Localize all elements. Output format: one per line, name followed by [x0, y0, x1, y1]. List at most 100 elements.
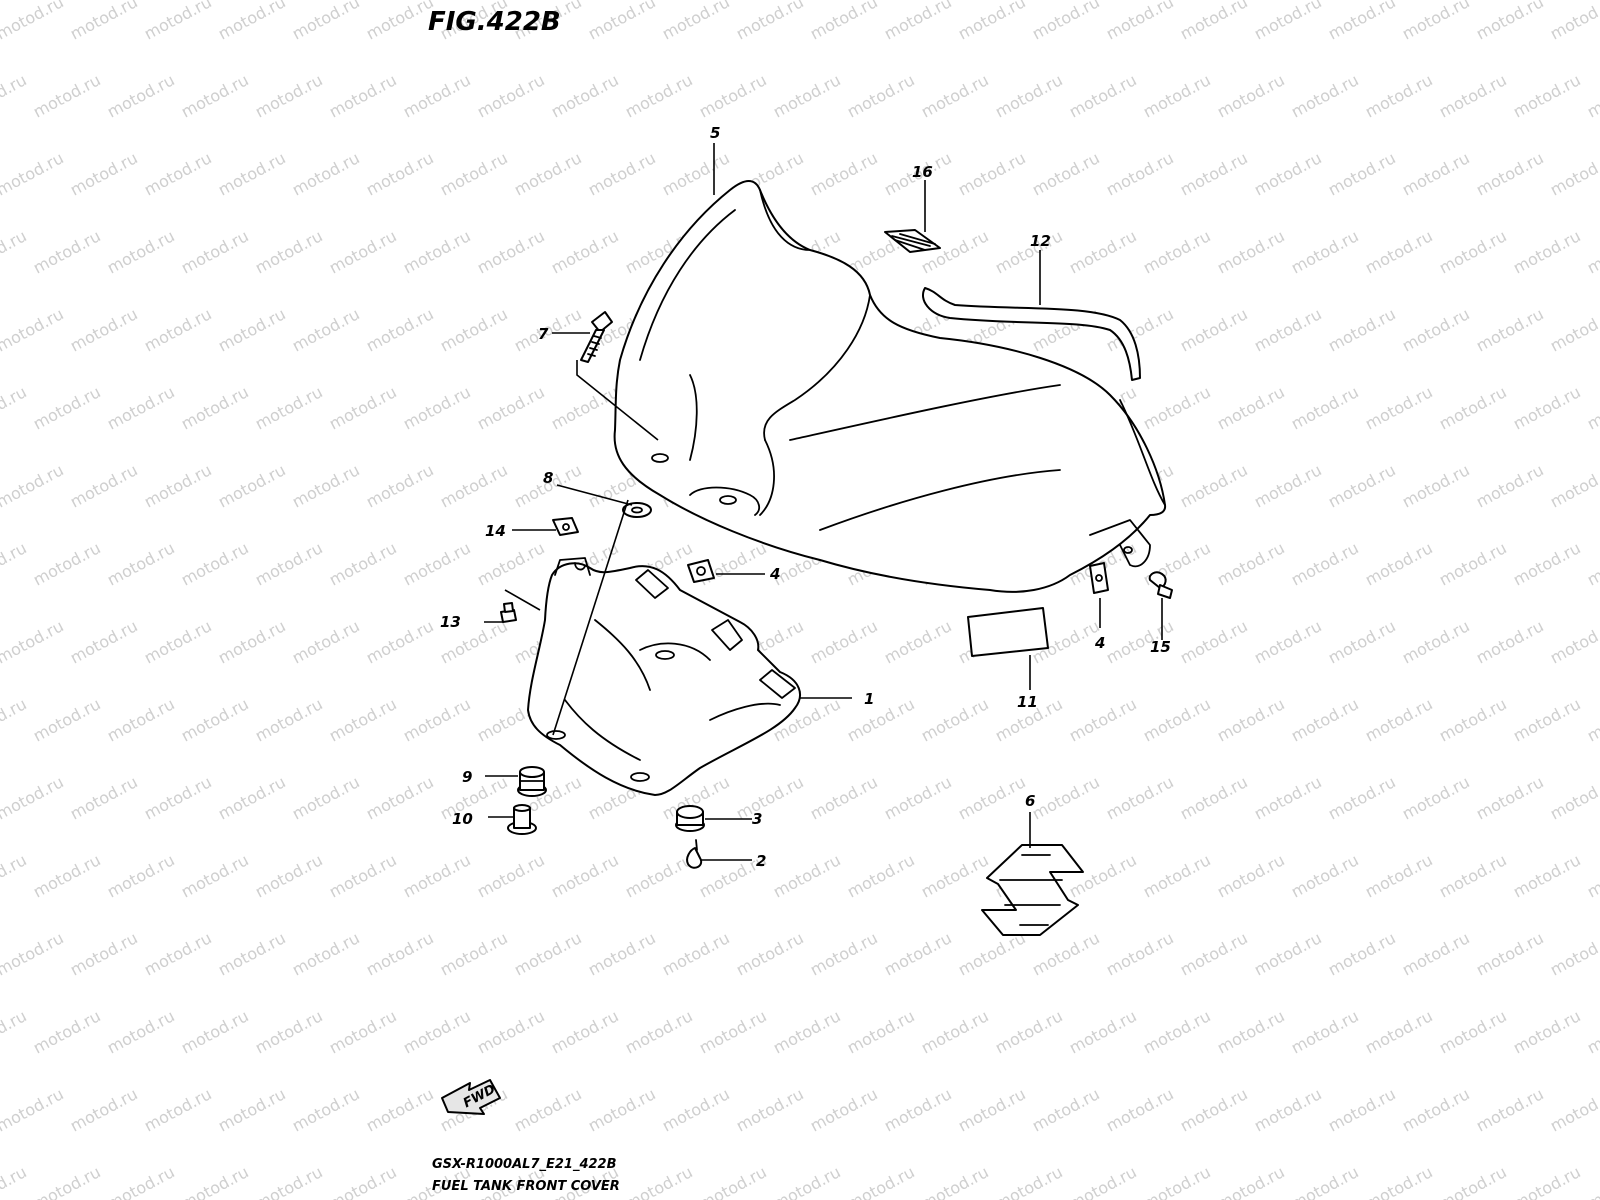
watermark-text: motod.ru: [215, 616, 289, 667]
watermark-text: motod.ru: [844, 850, 918, 901]
watermark-text: motod.ru: [1436, 850, 1510, 901]
watermark-text: motod.ru: [770, 1006, 844, 1057]
watermark-text: motod.ru: [400, 226, 474, 277]
watermark-text: motod.ru: [1177, 928, 1251, 979]
watermark-text: motod.ru: [1584, 850, 1600, 901]
watermark-text: motod.ru: [289, 0, 363, 44]
watermark-text: motod.ru: [1399, 772, 1473, 823]
watermark-text: motod.ru: [770, 850, 844, 901]
watermark-text: motod.ru: [0, 1006, 30, 1057]
watermark-text: motod.ru: [104, 694, 178, 745]
watermark-text: motod.ru: [992, 1006, 1066, 1057]
watermark-text: motod.ru: [1584, 226, 1600, 277]
watermark-text: motod.ru: [326, 1162, 400, 1200]
watermark-text: motod.ru: [67, 1084, 141, 1135]
part-10-collar: [507, 804, 537, 835]
watermark-text: motod.ru: [30, 538, 104, 589]
watermark-text: motod.ru: [844, 70, 918, 121]
watermark-text: motod.ru: [30, 1006, 104, 1057]
watermark-text: motod.ru: [807, 928, 881, 979]
watermark-text: motod.ru: [1214, 382, 1288, 433]
watermark-text: motod.ru: [1473, 772, 1547, 823]
watermark-text: motod.ru: [437, 772, 511, 823]
watermark-text: motod.ru: [1547, 0, 1600, 44]
watermark-text: motod.ru: [252, 70, 326, 121]
watermark-text: motod.ru: [1510, 382, 1584, 433]
watermark-text: motod.ru: [1288, 538, 1362, 589]
watermark-text: motod.ru: [881, 0, 955, 44]
watermark-text: motod.ru: [178, 538, 252, 589]
watermark-text: motod.ru: [696, 1006, 770, 1057]
watermark-text: motod.ru: [1436, 1006, 1510, 1057]
watermark-text: motod.ru: [104, 1006, 178, 1057]
watermark-text: motod.ru: [1177, 460, 1251, 511]
watermark-text: motod.ru: [1362, 382, 1436, 433]
watermark-text: motod.ru: [881, 616, 955, 667]
part-15-rivet: [1148, 571, 1173, 599]
callout-14: 14: [485, 522, 506, 540]
watermark-text: motod.ru: [1251, 460, 1325, 511]
watermark-text: motod.ru: [1510, 226, 1584, 277]
watermark-text: motod.ru: [1325, 304, 1399, 355]
watermark-text: motod.ru: [326, 850, 400, 901]
watermark-text: motod.ru: [1584, 1006, 1600, 1057]
callout-2: 2: [756, 852, 766, 870]
watermark-text: motod.ru: [1399, 148, 1473, 199]
watermark-text: motod.ru: [178, 382, 252, 433]
watermark-text: motod.ru: [1584, 538, 1600, 589]
watermark-text: motod.ru: [1029, 0, 1103, 44]
part-4-nut-upper: [687, 559, 715, 583]
watermark-text: motod.ru: [1325, 1084, 1399, 1135]
watermark-text: motod.ru: [0, 928, 67, 979]
watermark-text: motod.ru: [141, 928, 215, 979]
watermark-text: motod.ru: [1140, 226, 1214, 277]
watermark-text: motod.ru: [363, 460, 437, 511]
callout-6: 6: [1025, 792, 1035, 810]
watermark-text: motod.ru: [1510, 1006, 1584, 1057]
watermark-text: motod.ru: [1547, 460, 1600, 511]
watermark-text: motod.ru: [696, 1162, 770, 1200]
watermark-text: motod.ru: [1066, 1162, 1140, 1200]
watermark-text: motod.ru: [0, 70, 30, 121]
part-7-screw: [580, 311, 613, 363]
watermark-text: motod.ru: [0, 460, 67, 511]
watermark-text: motod.ru: [0, 694, 30, 745]
watermark-text: motod.ru: [178, 850, 252, 901]
watermark-text: motod.ru: [104, 850, 178, 901]
watermark-text: motod.ru: [1547, 148, 1600, 199]
watermark-text: motod.ru: [30, 70, 104, 121]
watermark-text: motod.ru: [881, 1084, 955, 1135]
watermark-text: motod.ru: [67, 928, 141, 979]
watermark-text: motod.ru: [1436, 538, 1510, 589]
watermark-text: motod.ru: [289, 460, 363, 511]
watermark-text: motod.ru: [474, 226, 548, 277]
watermark-text: motod.ru: [1103, 148, 1177, 199]
watermark-text: motod.ru: [363, 148, 437, 199]
watermark-text: motod.ru: [1547, 1084, 1600, 1135]
watermark-text: motod.ru: [400, 70, 474, 121]
watermark-text: motod.ru: [1140, 1162, 1214, 1200]
watermark-text: motod.ru: [1029, 148, 1103, 199]
watermark-text: motod.ru: [1325, 772, 1399, 823]
watermark-text: motod.ru: [1436, 382, 1510, 433]
callout-3: 3: [752, 810, 762, 828]
watermark-text: motod.ru: [326, 382, 400, 433]
leader-lines: [484, 143, 1163, 861]
callout-4-right: 4: [1094, 634, 1105, 652]
watermark-text: motod.ru: [141, 1084, 215, 1135]
watermark-text: motod.ru: [696, 70, 770, 121]
watermark-text: motod.ru: [178, 1162, 252, 1200]
watermark-text: motod.ru: [363, 304, 437, 355]
watermark-text: motod.ru: [67, 772, 141, 823]
watermark-text: motod.ru: [1214, 538, 1288, 589]
figure-caption: FUEL TANK FRONT COVER: [432, 1179, 620, 1194]
watermark-text: motod.ru: [881, 772, 955, 823]
watermark-text: motod.ru: [733, 928, 807, 979]
watermark-text: motod.ru: [585, 148, 659, 199]
watermark-text: motod.ru: [363, 1084, 437, 1135]
callouts: 1 2 3 4 4 5 6 7 8 9 10 11 12 13 14 15 16: [440, 124, 1171, 870]
watermark-text: motod.ru: [1214, 850, 1288, 901]
watermark-text: motod.ru: [1214, 226, 1288, 277]
watermark-text: motod.ru: [918, 1162, 992, 1200]
